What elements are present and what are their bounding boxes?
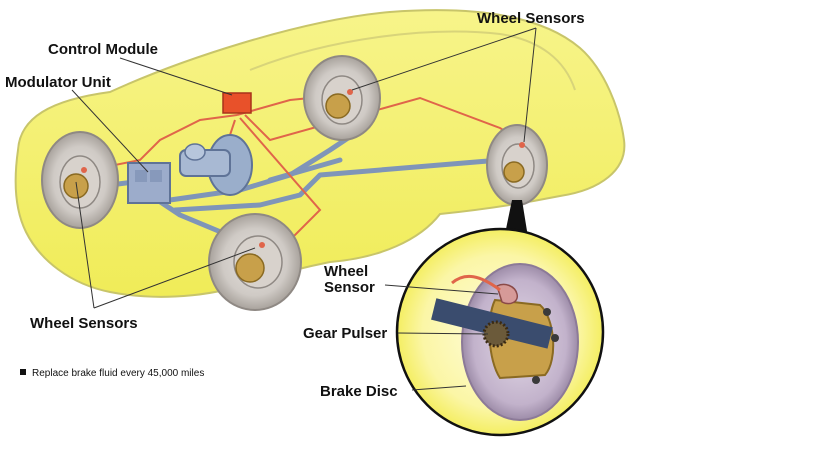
label-wheel-sensors-top: Wheel Sensors <box>477 10 585 27</box>
label-modulator-unit: Modulator Unit <box>5 74 111 91</box>
label-wheel-sensors-bottom: Wheel Sensors <box>30 315 138 332</box>
label-control-module: Control Module <box>48 41 158 58</box>
wheel-front-right <box>208 213 302 311</box>
wheel-rear-left <box>303 55 381 141</box>
brake-booster <box>179 134 253 196</box>
wheel-sensor-unit <box>496 283 519 305</box>
note-text: Replace brake fluid every 45,000 miles <box>32 368 204 379</box>
leader-lines <box>71 27 537 391</box>
modulator-unit-body <box>127 162 171 204</box>
note-bullet <box>20 369 26 375</box>
control-module <box>222 92 252 114</box>
wheel-front-left <box>41 131 119 229</box>
label-wheel-sensor-line1: Wheel <box>324 263 368 280</box>
wheel-rear-right <box>486 124 548 206</box>
car-window-line <box>249 30 576 91</box>
label-brake-disc: Brake Disc <box>320 383 398 400</box>
label-wheel-sensor-line2: Sensor <box>324 279 375 296</box>
label-gear-pulser: Gear Pulser <box>303 325 387 342</box>
zoom-detail <box>395 227 605 437</box>
wheel-sensor-wire <box>451 274 501 292</box>
